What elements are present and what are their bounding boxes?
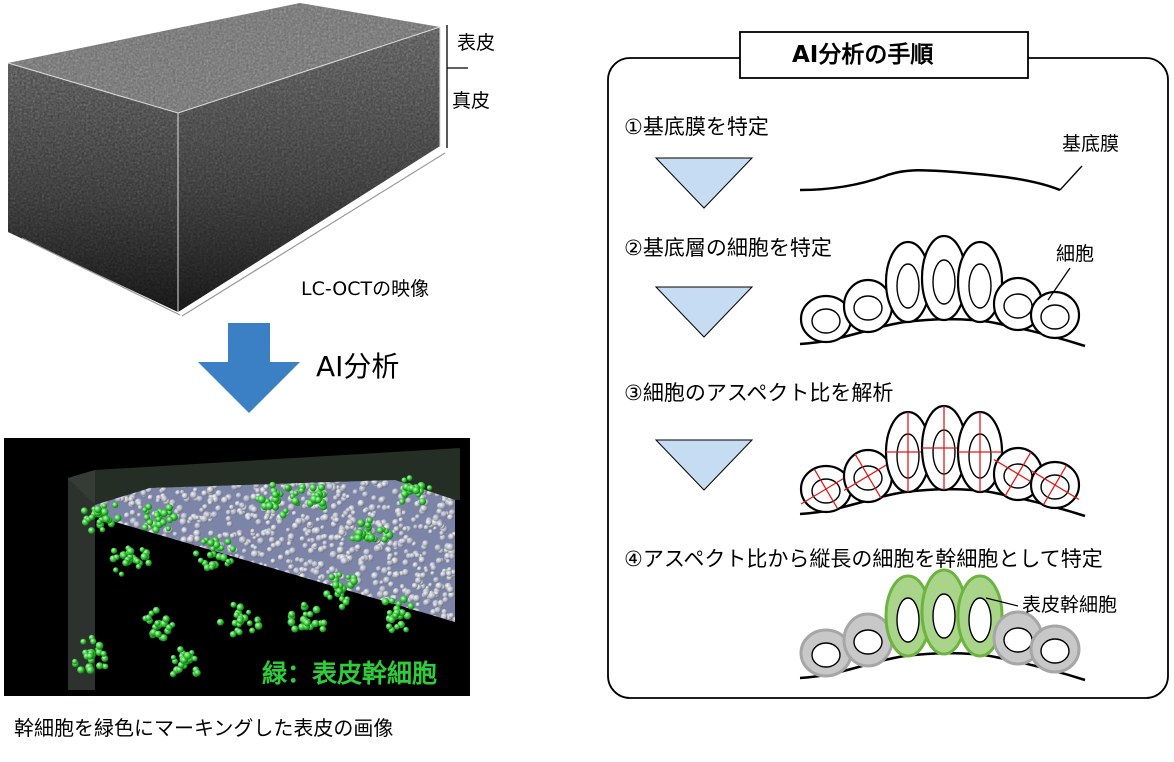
step4-cells xyxy=(799,568,1086,682)
cell-nucleus xyxy=(811,642,841,668)
epidermis-label: 表皮 xyxy=(457,32,496,54)
stem-leader xyxy=(985,597,1019,607)
cell-nucleus xyxy=(1003,293,1033,319)
stem-cell-image xyxy=(4,438,470,696)
cell-nucleus xyxy=(968,263,992,309)
layer-bracket xyxy=(446,25,468,148)
dermis-label: 真皮 xyxy=(452,90,491,112)
cell-nucleus xyxy=(853,295,883,321)
step-4: ④アスペクト比から縦長の細胞を幹細胞として特定 xyxy=(624,547,1103,571)
cell-nucleus xyxy=(811,308,841,334)
step3-cells xyxy=(799,404,1086,518)
bottom-caption: 幹細胞を緑色にマーキングした表皮の画像 xyxy=(14,716,394,740)
cell-nucleus xyxy=(1040,638,1070,664)
cell-nucleus xyxy=(932,259,956,305)
step-3: ③細胞のアスペクト比を解析 xyxy=(624,381,894,405)
cell-nucleus xyxy=(932,593,956,639)
stem-cell-label: 表皮幹細胞 xyxy=(1022,594,1118,616)
panel-title: AI分析の手順 xyxy=(792,42,934,68)
step2-cells xyxy=(799,234,1086,348)
arrow-label: AI分析 xyxy=(316,350,400,383)
cell-nucleus xyxy=(1040,304,1070,330)
procedure-panel xyxy=(607,31,1169,699)
cell-label: 細胞 xyxy=(1056,243,1095,265)
cell-nucleus xyxy=(853,629,883,655)
minor-axis xyxy=(1004,451,1032,497)
step3-triangle xyxy=(654,439,754,491)
membrane-label: 基底膜 xyxy=(1062,133,1120,155)
cell-nucleus xyxy=(1003,627,1033,653)
analysis-arrow xyxy=(198,323,300,413)
minor-axis xyxy=(1042,465,1068,505)
oct-caption: LC-OCTの映像 xyxy=(301,278,430,300)
minor-axis xyxy=(813,469,839,509)
cell-leader xyxy=(1047,267,1071,301)
step2-triangle xyxy=(654,286,754,338)
step1-triangle xyxy=(654,157,754,209)
oct-block-image xyxy=(7,3,446,317)
cell-nucleus xyxy=(968,597,992,643)
step-1: ①基底膜を特定 xyxy=(624,115,769,139)
minor-axis xyxy=(854,453,882,499)
overlay-label: 緑：表皮幹細胞 xyxy=(262,659,438,688)
step-2: ②基底層の細胞を特定 xyxy=(624,236,832,260)
cell-nucleus xyxy=(896,263,920,309)
basement-membrane-curve xyxy=(799,168,1061,192)
cell-nucleus xyxy=(896,597,920,643)
